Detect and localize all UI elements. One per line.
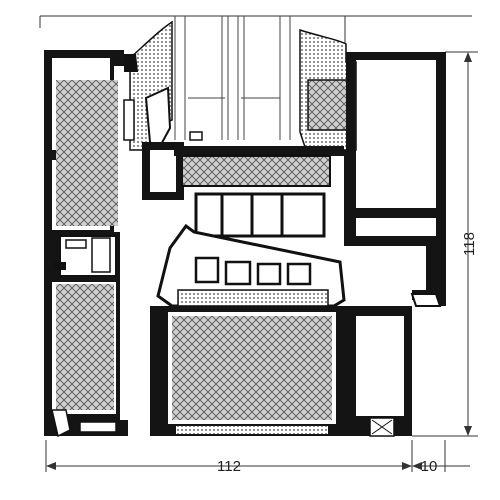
bottom-sash-frame [150,306,354,436]
insulation-upper [56,80,118,226]
dimension-width-side: 10 [421,458,438,475]
glazing-bead-left [123,20,203,152]
sash-lower-section [156,223,346,308]
outer-frame-profile [44,50,128,438]
dimension-arrows [46,52,472,470]
dimension-height: 118 [461,232,478,256]
sash-upper-thermal-break [142,142,344,238]
dimension-lines [50,56,470,467]
lower-right-profile [346,293,442,437]
upper-right-frame [299,28,446,306]
insulation-bottom [168,312,336,424]
insulation-lower [56,284,114,410]
dimension-width-main: 112 [217,458,241,475]
glazing-panes [174,16,291,140]
extension-lines [39,15,478,472]
